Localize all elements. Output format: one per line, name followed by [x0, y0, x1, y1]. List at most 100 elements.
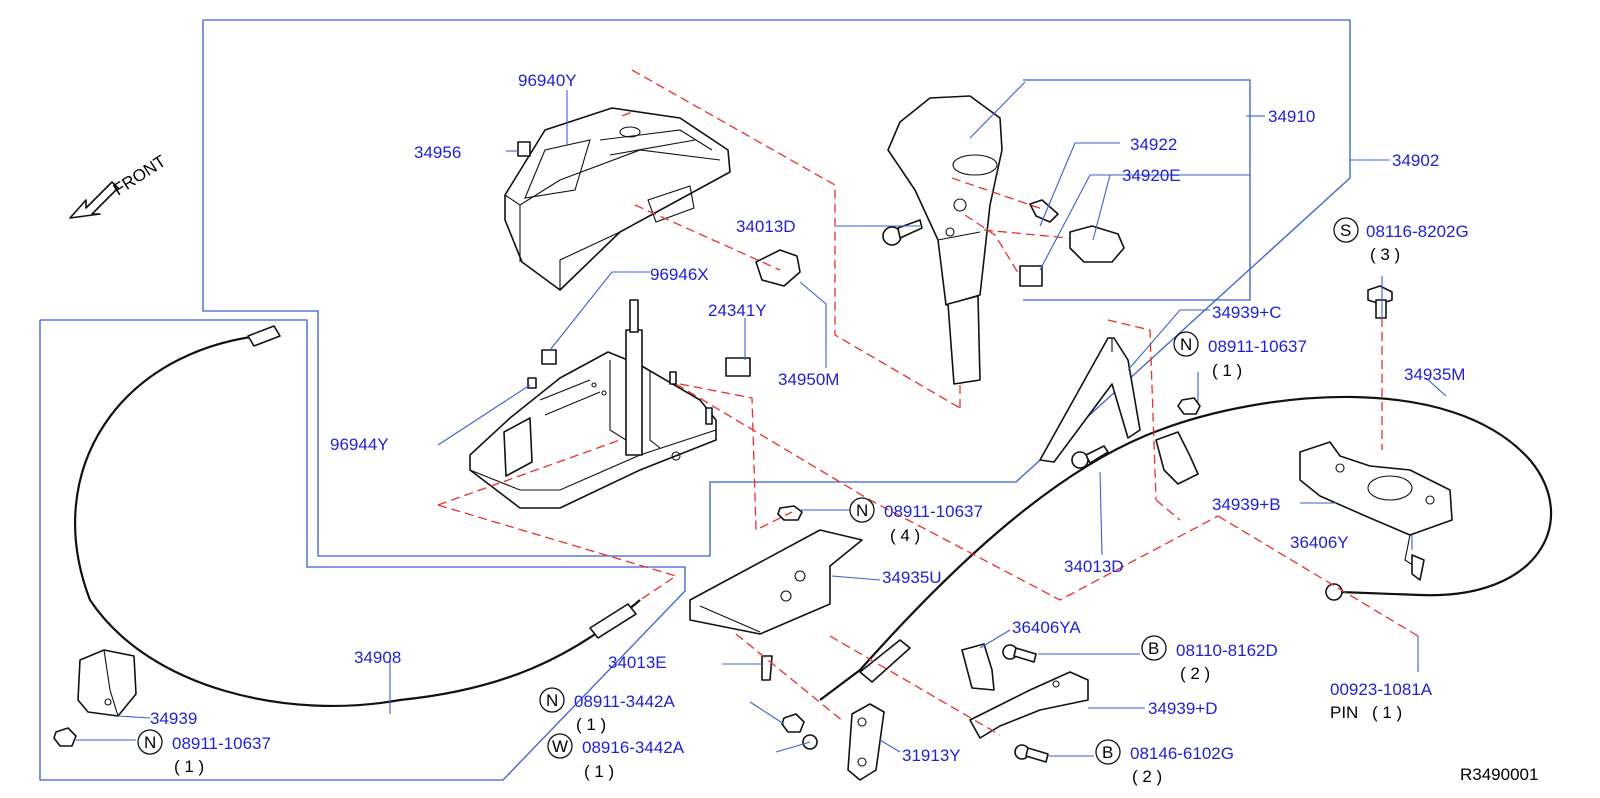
label-34939: 34939	[150, 709, 197, 728]
screw-icon	[882, 219, 923, 246]
nut-left-icon	[53, 727, 77, 747]
fastener-b-08110: B 08110-8162D ( 2 )	[1141, 635, 1278, 683]
frame-upper-assembly	[202, 19, 1351, 557]
fastener-qty: ( 4 )	[890, 526, 920, 545]
front-label: FRONT	[110, 152, 169, 200]
part-34956-icon	[517, 141, 531, 157]
fastener-w-08916: W 08916-3442A ( 1 )	[547, 733, 685, 781]
label-pin: PIN	[1330, 703, 1358, 722]
connector-24341y-icon	[725, 357, 751, 377]
frame-cable-assembly	[39, 319, 686, 781]
clip-36406ya-icon	[961, 643, 995, 691]
label-34939c: 34939+C	[1212, 303, 1281, 322]
fastener-qty: ( 1 )	[174, 757, 204, 776]
fastener-badge: N	[144, 733, 156, 752]
fastener-badge: N	[856, 501, 868, 520]
alignment-lines	[437, 69, 1419, 736]
part-96946x-icon	[541, 349, 557, 365]
cable-eye-icon	[1325, 583, 1343, 601]
cable-34908-icon	[74, 333, 641, 708]
label-34922: 34922	[1130, 135, 1177, 154]
fastener-b-08146: B 08146-6102G ( 2 )	[1095, 739, 1234, 786]
label-34908: 34908	[354, 648, 401, 667]
cable-grommet-icon	[1155, 431, 1199, 485]
bracket-34939d-icon	[969, 671, 1089, 739]
label-34950m: 34950M	[778, 370, 839, 389]
frame-knob-assembly	[1023, 79, 1251, 301]
label-96940y: 96940Y	[518, 71, 577, 90]
bolt-b1-icon	[1002, 644, 1037, 663]
label-34902: 34902	[1392, 151, 1439, 170]
front-arrow-icon	[69, 181, 119, 219]
part-labels: 96940Y 34956 34910 34922 34920E 34902 34…	[150, 71, 1538, 784]
fastener-part: 08911-10637	[884, 502, 983, 521]
fastener-n-08911-3442a: N 08911-3442A ( 1 )	[539, 687, 675, 734]
fastener-badge: S	[1340, 221, 1351, 240]
label-31913y: 31913Y	[902, 746, 961, 765]
nut-lever-icon	[781, 713, 805, 733]
leader-lines	[76, 81, 1447, 757]
fastener-n-08911-c: N 08911-10637 ( 1 )	[1173, 331, 1307, 380]
nut-icon	[1177, 397, 1201, 415]
label-36406ya: 36406YA	[1012, 618, 1081, 637]
fastener-qty: ( 1 )	[576, 715, 606, 734]
bolt-s-icon	[1367, 285, 1393, 319]
spring-34922-icon	[1029, 199, 1059, 223]
fastener-qty: ( 2 )	[1132, 767, 1162, 786]
label-34013d-upper: 34013D	[736, 217, 796, 236]
fastener-part: 08911-3442A	[574, 692, 675, 711]
label-96946x: 96946X	[650, 265, 709, 284]
label-34956: 34956	[414, 143, 461, 162]
label-pin-qty: ( 1 )	[1372, 703, 1402, 722]
part-96944y-icon	[527, 377, 537, 389]
fastener-qty: ( 2 )	[1180, 664, 1210, 683]
clip-36406y-icon	[1411, 554, 1425, 581]
label-96944y: 96944Y	[330, 435, 389, 454]
shift-cable-34935m-icon	[819, 395, 1553, 701]
fastener-n-08911-left: N 08911-10637 ( 1 )	[137, 729, 271, 776]
fastener-n-08911-4: N 08911-10637 ( 4 )	[849, 497, 983, 545]
fastener-badge: B	[1102, 743, 1113, 762]
fastener-qty: ( 1 )	[1212, 361, 1242, 380]
button-34920e-icon	[1069, 225, 1125, 263]
fastener-badge: B	[1148, 639, 1159, 658]
figure-code: R3490001	[1460, 765, 1538, 784]
bolt-b2-icon	[1014, 744, 1049, 763]
label-24341y: 24341Y	[708, 301, 767, 320]
fastener-part: 08110-8162D	[1176, 641, 1278, 660]
cable-end-icon	[859, 639, 911, 683]
label-00923-1081a: 00923-1081A	[1330, 680, 1433, 699]
shift-knob-icon	[887, 95, 1003, 385]
fastener-badge: N	[1180, 335, 1192, 354]
cable-34908-adjuster-icon	[589, 603, 637, 639]
bracket-34939c-icon	[1039, 337, 1141, 463]
cable-34908-end-icon	[247, 325, 281, 347]
label-34939d: 34939+D	[1148, 699, 1217, 718]
shifter-base-icon	[469, 299, 717, 509]
console-finisher-icon	[504, 107, 731, 291]
fastener-qty: ( 3 )	[1370, 245, 1400, 264]
fastener-part: 08916-3442A	[582, 738, 685, 757]
fastener-badge: N	[546, 691, 558, 710]
label-34935u: 34935U	[882, 568, 942, 587]
fastener-part: 08911-10637	[172, 734, 271, 753]
detent-icon	[1019, 265, 1043, 287]
lever-31913y-icon	[847, 703, 885, 781]
label-34910: 34910	[1268, 107, 1315, 126]
bolt-34013d-icon	[1071, 445, 1109, 469]
label-34013e: 34013E	[608, 653, 667, 672]
plate-34935u-icon	[689, 529, 863, 635]
bracket-34939-icon	[77, 649, 137, 717]
clip-34013e-icon	[761, 655, 773, 681]
fastener-part: 08146-6102G	[1130, 744, 1234, 763]
fastener-part: 08911-10637	[1208, 337, 1307, 356]
label-34939b: 34939+B	[1212, 495, 1281, 514]
label-34920e: 34920E	[1122, 166, 1181, 185]
label-34013d-lower: 34013D	[1064, 557, 1124, 576]
fastener-qty: ( 1 )	[584, 762, 614, 781]
fastener-badge: W	[552, 737, 568, 756]
label-36406y: 36406Y	[1290, 533, 1349, 552]
label-34935m: 34935M	[1404, 365, 1465, 384]
bracket-34013d-icon	[755, 249, 801, 287]
